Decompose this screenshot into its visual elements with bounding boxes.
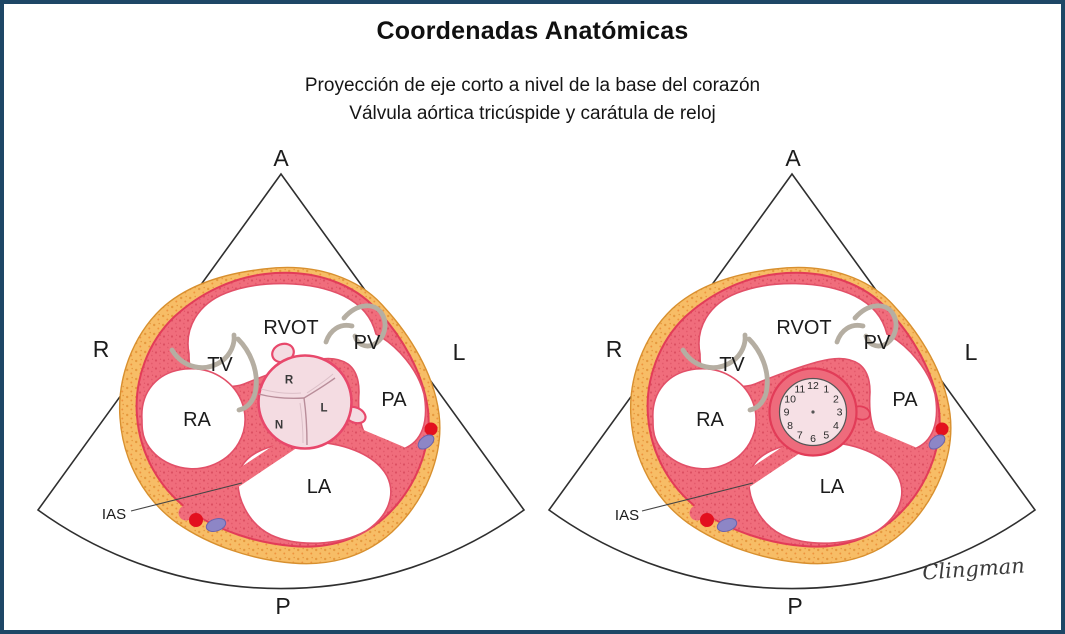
clock-number: 7 [797, 429, 803, 441]
orientation-label-posterior: P [787, 593, 802, 619]
cusp-label-left-coronary: L [320, 403, 327, 415]
diagram-aortic-valve: R L N A P R L RVOT TV PV RA PA LA IAS [37, 145, 525, 619]
label-pv: PV [864, 332, 891, 354]
clock-number: 5 [823, 429, 829, 441]
orientation-label-right: R [93, 336, 110, 362]
commissure-left [258, 393, 305, 400]
figure-title: Coordenadas Anatómicas [376, 17, 689, 45]
leaflet-edge-line [299, 402, 304, 444]
clock-number: 11 [794, 384, 805, 396]
orientation-label-anterior: A [785, 145, 801, 171]
cusp-label-non-coronary: N [275, 420, 283, 432]
clock-number: 4 [833, 420, 839, 432]
commissure-bottom [303, 397, 308, 446]
figure-subtitle-line2: Válvula aórtica tricúspide y carátula de… [349, 103, 716, 124]
clock-center-dot-icon [811, 410, 815, 414]
orientation-label-left: L [965, 339, 978, 365]
aortic-valve: R L N [257, 342, 367, 450]
cusp-label-right-coronary: R [285, 375, 294, 387]
label-ias: IAS [615, 507, 639, 524]
leaflet-edge-line [306, 373, 334, 394]
label-ra: RA [696, 409, 724, 431]
label-la: LA [820, 476, 845, 498]
label-pa: PA [381, 389, 407, 411]
clock-number: 8 [787, 420, 793, 432]
label-la: LA [307, 476, 332, 498]
clock-number: 2 [833, 393, 839, 405]
clock-number: 10 [784, 393, 796, 405]
label-ra: RA [183, 409, 211, 431]
orientation-label-posterior: P [275, 593, 290, 619]
commissure-right [303, 377, 336, 399]
orientation-label-anterior: A [273, 145, 289, 171]
diagram-clock-face: 12 1 2 3 4 5 6 7 8 9 10 11 A P R L RVOT … [548, 145, 1036, 619]
leaflet-edge-line [260, 388, 302, 394]
clock-number: 6 [810, 433, 816, 445]
label-tv: TV [207, 354, 233, 376]
label-ias: IAS [102, 506, 126, 523]
figure-subtitle-line1: Proyección de eje corto a nivel de la ba… [304, 75, 761, 96]
clock-number: 12 [807, 380, 819, 392]
label-rvot: RVOT [263, 317, 318, 339]
label-pv: PV [354, 332, 381, 354]
label-tv: TV [719, 354, 745, 376]
orientation-label-left: L [453, 339, 466, 365]
orientation-label-right: R [606, 336, 623, 362]
clock-number: 1 [823, 384, 829, 396]
label-pa: PA [892, 389, 918, 411]
clock-face: 12 1 2 3 4 5 6 7 8 9 10 11 [768, 367, 871, 457]
clock-number: 3 [837, 407, 843, 419]
clock-number: 9 [784, 407, 790, 419]
label-rvot: RVOT [776, 317, 831, 339]
